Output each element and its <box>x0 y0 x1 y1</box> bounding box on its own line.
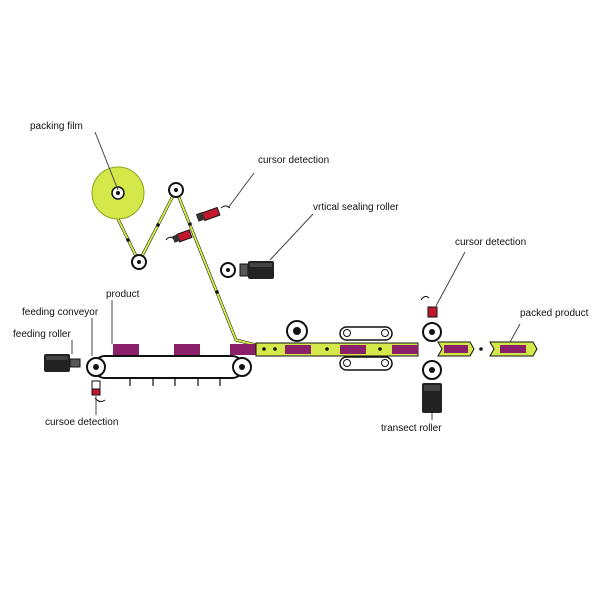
product <box>285 345 311 354</box>
packed-products <box>437 341 538 357</box>
vertical-sealing-roller <box>220 261 274 279</box>
feeding-roller-motor <box>44 354 81 372</box>
label-feeding-conveyor: feeding conveyor <box>22 307 99 318</box>
cursor-detection-sensor-top <box>195 205 231 222</box>
labels: packing film cursor detection vrtical se… <box>13 121 589 434</box>
cursor-detection-sensor-bottom <box>91 380 106 403</box>
film-tube <box>255 342 419 357</box>
product <box>174 344 200 355</box>
products-on-conveyor <box>113 344 256 355</box>
pull-roller <box>286 320 308 342</box>
product <box>392 345 418 354</box>
transect-roller <box>420 295 442 413</box>
label-cursor-detection-bottom: cursoe detection <box>45 417 118 428</box>
packing-film-roll <box>91 166 145 220</box>
product <box>230 344 256 355</box>
feeding-conveyor <box>86 355 252 386</box>
label-packing-film: packing film <box>30 121 83 132</box>
leader-lines <box>71 131 521 420</box>
label-packed-product: packed product <box>520 308 589 319</box>
product <box>340 345 366 354</box>
label-feeding-roller: feeding roller <box>13 329 71 340</box>
sealing-belt-bottom <box>339 356 393 371</box>
label-cursor-detection-top: cursor detection <box>258 155 329 166</box>
label-transect-roller: transect roller <box>381 423 442 434</box>
film-idler-rollers <box>131 182 184 270</box>
label-vertical-sealing-roller: vrtical sealing roller <box>313 202 399 213</box>
label-product: product <box>106 289 140 300</box>
cursor-detection-sensor-mid <box>165 229 193 243</box>
label-cursor-detection-right: cursor detection <box>455 237 526 248</box>
sealing-belt-top <box>339 326 393 341</box>
product <box>113 344 139 355</box>
